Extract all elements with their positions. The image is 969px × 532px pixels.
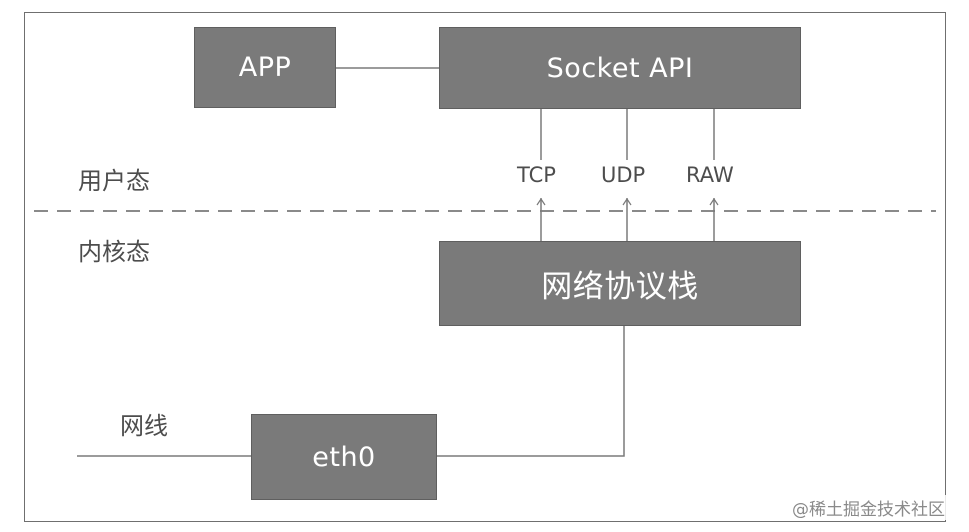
udp-arrow-head	[622, 197, 632, 206]
stack-eth0-connector	[437, 326, 625, 457]
user-space-label: 用户态	[78, 167, 150, 195]
app-box: APP	[194, 27, 336, 108]
raw-label: RAW	[686, 163, 734, 187]
kernel-space-label: 内核态	[78, 238, 150, 266]
protocol-stack-box: 网络协议栈	[439, 241, 801, 326]
watermark: @稀土掘金技术社区	[790, 495, 947, 520]
app-label: APP	[238, 52, 292, 83]
udp-label: UDP	[601, 163, 646, 187]
tcp-label: TCP	[517, 163, 556, 187]
raw-arrow-head	[709, 197, 719, 206]
eth0-label: eth0	[312, 441, 376, 473]
socket-api-label: Socket API	[546, 52, 694, 84]
socket-api-box: Socket API	[439, 27, 801, 109]
network-cable-label: 网线	[120, 412, 168, 440]
protocol-stack-label: 网络协议栈	[541, 269, 699, 305]
tcp-arrow-head	[536, 197, 546, 206]
eth0-box: eth0	[251, 414, 437, 500]
